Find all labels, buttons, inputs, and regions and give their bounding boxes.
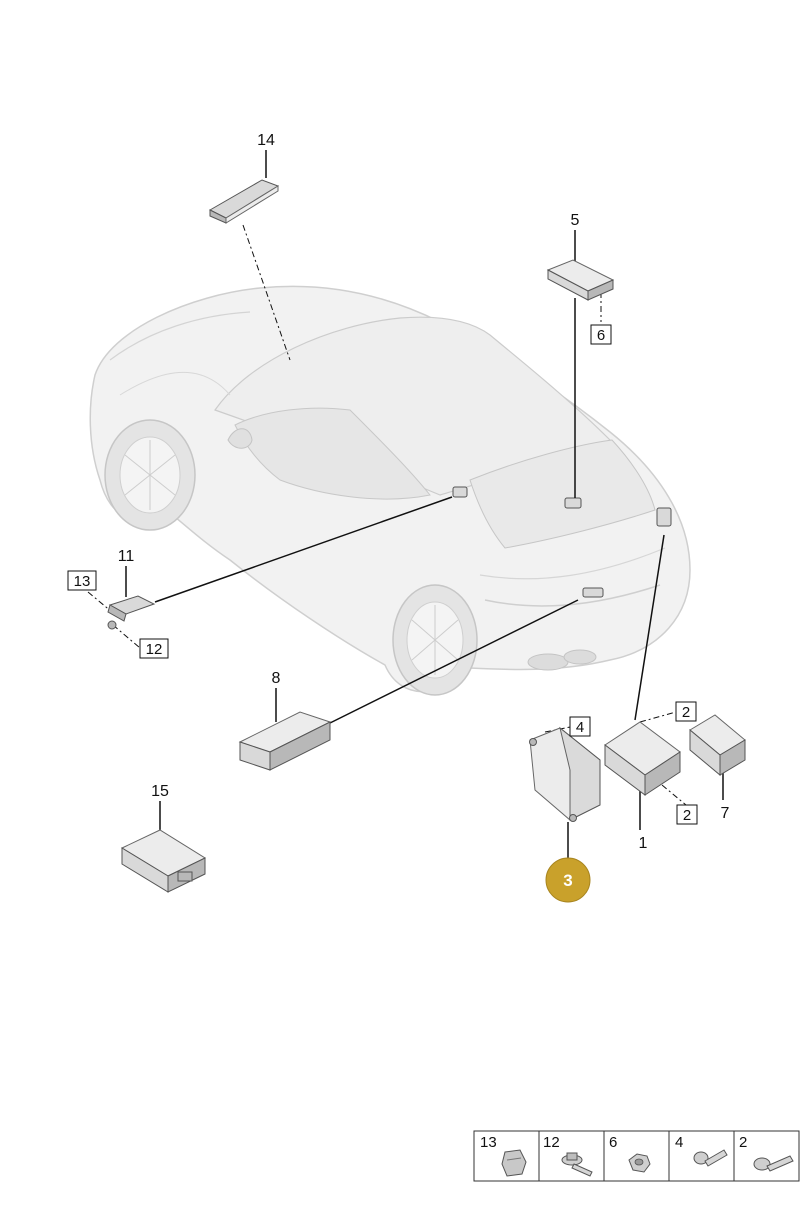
callout-1[interactable]: 1 (639, 835, 648, 852)
legend-label-12: 12 (543, 1134, 560, 1151)
callout-5[interactable]: 5 (571, 212, 580, 229)
callout-11[interactable]: 11 (118, 548, 135, 565)
part-8-module[interactable] (238, 711, 332, 771)
mounted-part-3 (656, 507, 672, 527)
legend-cell-6[interactable]: 6 (609, 1134, 651, 1173)
boxed-callouts: 6 13 12 4 2 2 (67, 324, 698, 825)
hex-nut-icon (628, 1153, 651, 1173)
callout-7[interactable]: 7 (721, 805, 730, 822)
mounted-part-5 (564, 497, 582, 509)
mounted-part-11 (452, 486, 468, 498)
part-14-module[interactable] (208, 179, 280, 224)
callout-14[interactable]: 14 (257, 132, 275, 149)
callout-2-top[interactable]: 2 (682, 704, 690, 721)
callout-labels: 14 5 11 8 15 1 7 (118, 132, 730, 852)
part-15-module[interactable] (120, 829, 207, 893)
legend-cell-2[interactable]: 2 (739, 1134, 794, 1172)
callout-2-bottom[interactable]: 2 (683, 807, 691, 824)
fastener-legend: 13 12 6 4 (473, 1130, 800, 1182)
car-illustration (89, 285, 691, 696)
callout-4[interactable]: 4 (576, 719, 584, 736)
legend-label-6: 6 (609, 1134, 617, 1151)
leader-lines (87, 150, 724, 858)
part-1-control-unit[interactable] (604, 721, 681, 796)
legend-label-13: 13 (480, 1134, 497, 1151)
clip-nut-icon (501, 1149, 527, 1177)
part-5-control-unit[interactable] (546, 259, 615, 301)
screw-icon (753, 1155, 794, 1172)
legend-label-2: 2 (739, 1134, 747, 1151)
callout-6[interactable]: 6 (597, 327, 605, 344)
highlight-callout-3[interactable]: 3 (545, 857, 591, 903)
callout-3: 3 (563, 871, 572, 890)
part-7-connector[interactable] (689, 714, 746, 777)
screw-icon (693, 1149, 728, 1167)
flange-screw-icon (561, 1152, 593, 1177)
callout-13[interactable]: 13 (74, 573, 91, 590)
callout-15[interactable]: 15 (151, 783, 169, 800)
legend-cell-13[interactable]: 13 (480, 1134, 527, 1177)
mounted-part-8 (582, 587, 604, 598)
legend-cell-4[interactable]: 4 (675, 1134, 728, 1167)
legend-label-4: 4 (675, 1134, 683, 1151)
callout-12[interactable]: 12 (146, 641, 163, 658)
part-3-bracket[interactable] (529, 726, 601, 822)
part-11-sensor[interactable] (107, 595, 156, 630)
callout-8[interactable]: 8 (272, 670, 281, 687)
legend-cell-12[interactable]: 12 (543, 1134, 593, 1177)
